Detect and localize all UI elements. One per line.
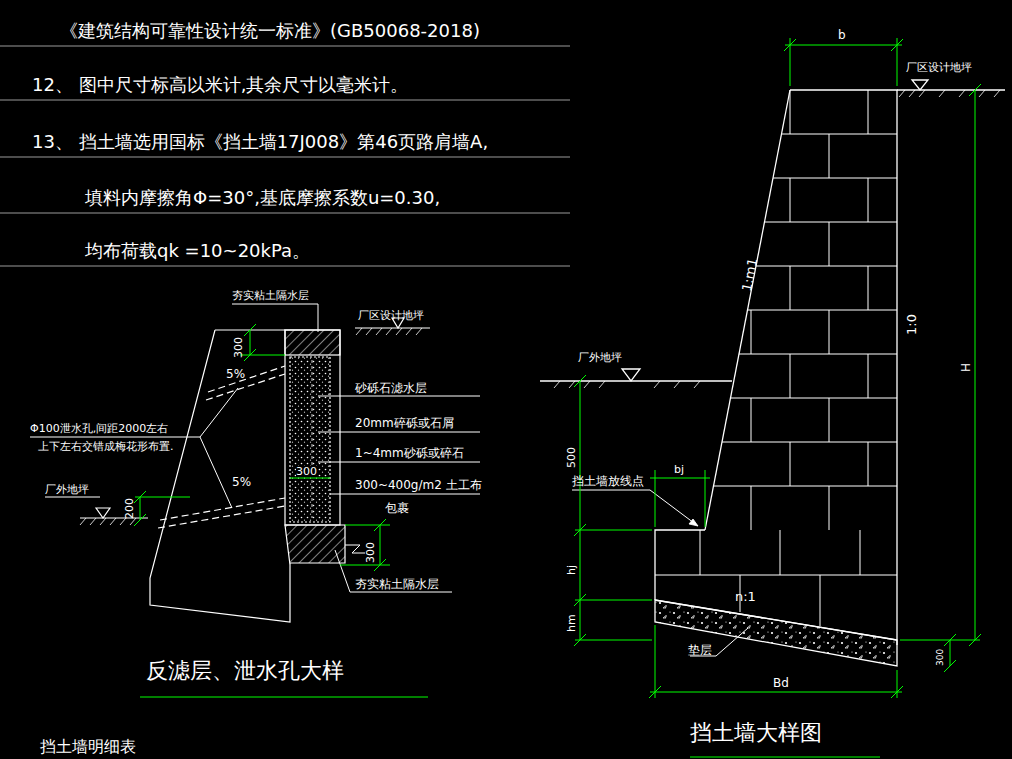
brick-joint — [829, 486, 830, 530]
brick-joint — [714, 486, 898, 487]
note-line: 《建筑结构可靠性设计统一标准》(GB50068-2018) — [60, 22, 480, 40]
brick-joint — [700, 530, 701, 575]
brick-joint — [748, 310, 898, 311]
brick-joint — [751, 398, 752, 442]
brick-joint — [739, 354, 897, 355]
brick-joint — [773, 178, 897, 179]
slope-text: 1:m1 — [740, 257, 759, 292]
note-line: 填料内摩擦角Φ=30°,基底摩擦系数u=0.30, — [85, 189, 440, 207]
note-line: 13、 挡土墙选用国标《挡土墙17J008》第46页路肩墙A, — [32, 133, 488, 151]
brick-joint — [655, 575, 897, 576]
detail-title: 反滤层、泄水孔大样 — [146, 660, 344, 682]
material-label: 砂砾石滤水层 — [355, 382, 427, 394]
material-label: 包裹 — [385, 502, 409, 514]
brick-joint — [829, 398, 830, 442]
brick-joint — [790, 266, 791, 310]
material-label: 夯实粘土隔水层 — [232, 290, 309, 301]
brick-joint — [731, 398, 898, 399]
dimension-text: hm — [566, 614, 577, 632]
dimension-text: 300 — [296, 466, 317, 477]
material-label: 1~4mm砂砾或碎石 — [355, 447, 464, 459]
ground-label: 厂外地坪 — [578, 352, 622, 363]
brick-joint — [868, 178, 869, 222]
dimension-text: b — [838, 29, 846, 41]
note-line: 均布荷载qk =10~20kPa。 — [85, 242, 310, 260]
brick-joint — [868, 266, 869, 310]
brick-joint — [790, 442, 791, 486]
dimension-text: 300 — [365, 542, 376, 563]
brick-joint — [790, 354, 791, 398]
slope-text: n:1 — [735, 590, 756, 603]
ground-label: 厂外地坪 — [45, 484, 89, 495]
note-underlines — [0, 46, 570, 266]
ground-label: 厂区设计地坪 — [358, 310, 424, 321]
dimension-text: bj — [674, 464, 684, 475]
brick-joint — [722, 442, 897, 443]
dimension-lines — [574, 38, 981, 757]
brick-joint — [756, 266, 897, 267]
note-text: Φ100泄水孔,间距2000左右 — [30, 423, 168, 434]
brick-joint — [782, 134, 898, 135]
dimension-text: hj — [566, 565, 577, 575]
brick-joint — [751, 486, 752, 530]
brick-joint — [829, 310, 830, 354]
brick-joint — [829, 134, 830, 178]
brick-joint — [829, 222, 830, 266]
brick-joint — [765, 222, 898, 223]
dimension-text: 200 — [124, 498, 135, 519]
retaining-wall — [540, 80, 1005, 666]
dimension-text: H — [960, 363, 972, 372]
ground-label: 厂区设计地坪 — [906, 62, 972, 73]
material-label: 20mm碎砾或石屑 — [355, 417, 454, 429]
material-label: 300~400g/m2 土工布 — [355, 479, 482, 491]
note-text: 上下左右交错成梅花形布置. — [38, 441, 174, 452]
note-text: 挡土墙放线点 — [572, 475, 644, 487]
dimension-lines — [134, 324, 428, 697]
material-label: 垫层 — [688, 644, 712, 656]
brick-joint — [868, 90, 869, 134]
brick-joint — [751, 310, 752, 354]
dimension-text: 500 — [566, 447, 577, 468]
brick-joint — [868, 354, 869, 398]
slope-text: 5% — [232, 476, 251, 488]
brick-joint — [868, 442, 869, 486]
detail-title: 挡土墙大样图 — [690, 722, 822, 744]
brick-joint — [860, 530, 861, 575]
slope-text: 1:0 — [905, 314, 918, 335]
slope-text: 5% — [226, 368, 245, 380]
filter-detail — [30, 304, 480, 622]
material-label: 夯实粘土隔水层 — [355, 578, 439, 590]
dimension-text: 300 — [936, 649, 945, 666]
note-line: 12、 图中尺寸标高以米计,其余尺寸以毫米计。 — [32, 76, 408, 94]
brick-joint — [790, 178, 791, 222]
dimension-text: Bd — [773, 677, 789, 689]
brick-joint — [820, 575, 821, 626]
brick-joint — [780, 530, 781, 575]
table-title: 挡土墙明细表 — [40, 739, 136, 755]
brick-joint — [790, 90, 791, 134]
dimension-text: 300 — [233, 337, 244, 358]
